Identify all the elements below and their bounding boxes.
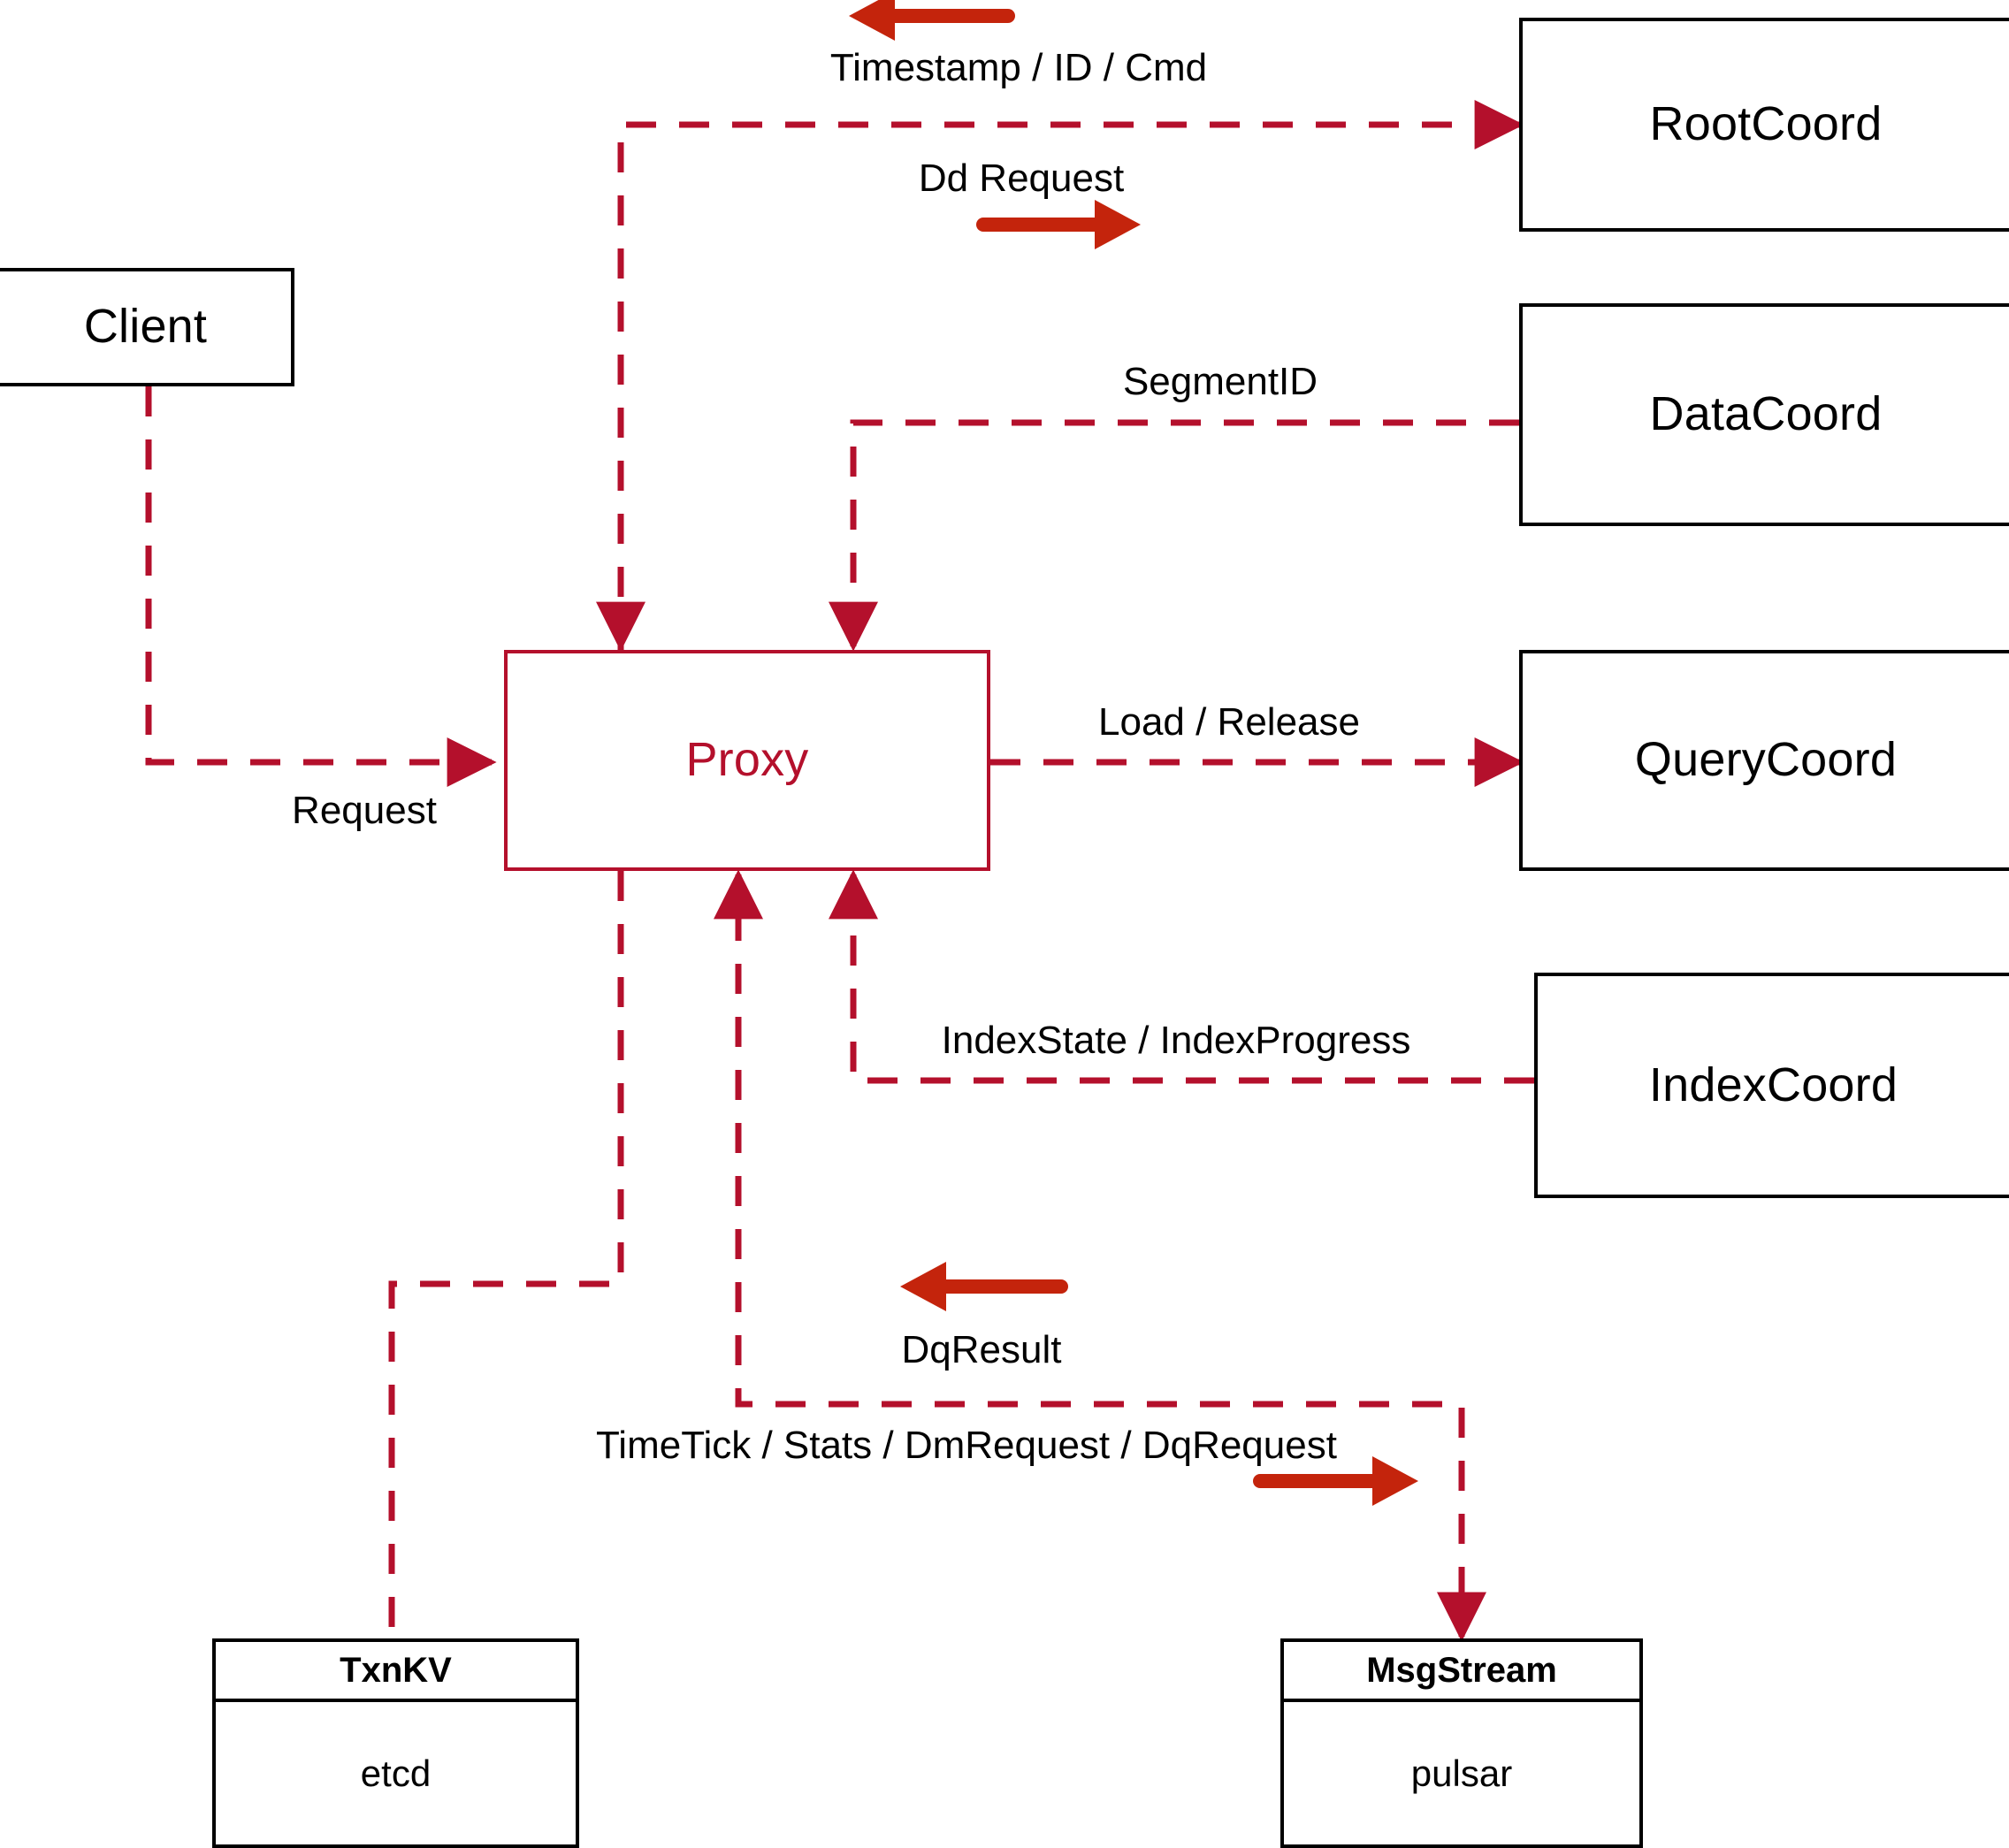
node-root-coord-label: RootCoord [1649, 97, 1883, 151]
edge-label-segment-id: SegmentID [1122, 360, 1318, 403]
wire-client-to-proxy [145, 386, 497, 787]
node-msgstream-header: MsgStream [1284, 1642, 1639, 1702]
node-msgstream-body-label: pulsar [1410, 1752, 1513, 1794]
edge-label-dd-request: Dd Request [918, 157, 1125, 200]
node-data-coord-label: DataCoord [1649, 387, 1883, 441]
node-root-coord[interactable]: RootCoord [1519, 18, 2009, 232]
edge-label-dq-result: DqResult [901, 1328, 1062, 1371]
node-proxy[interactable]: Proxy [504, 650, 990, 871]
node-msgstream[interactable]: MsgStream pulsar [1280, 1638, 1643, 1848]
node-query-coord[interactable]: QueryCoord [1519, 650, 2009, 871]
edge-label-timetick-stats-dm-dq: TimeTick / Stats / DmRequest / DqRequest [596, 1424, 1337, 1467]
edge-label-load-release: Load / Release [1098, 700, 1360, 744]
wire-datacoord-to-proxy [850, 419, 1519, 610]
node-txnkv-body-label: etcd [360, 1752, 432, 1794]
node-proxy-label: Proxy [685, 733, 809, 787]
wire-proxy-to-rootcoord [617, 121, 1505, 650]
node-txnkv[interactable]: TxnKV etcd [212, 1638, 579, 1848]
edge-label-request: Request [292, 789, 437, 832]
edge-label-index-state-progress: IndexState / IndexProgress [941, 1019, 1411, 1062]
node-msgstream-body: pulsar [1284, 1702, 1639, 1844]
node-data-coord[interactable]: DataCoord [1519, 303, 2009, 526]
dqresult-arrow [900, 1262, 1068, 1311]
wire-proxy-to-msgstream [735, 911, 1465, 1600]
node-index-coord-label: IndexCoord [1648, 1058, 1898, 1111]
wire-proxy-to-txnkv [388, 871, 624, 1638]
edge-label-timestamp-id-cmd: Timestamp / ID / Cmd [829, 46, 1208, 89]
node-txnkv-body: etcd [216, 1702, 576, 1844]
timestamp-reply-arrow [849, 0, 1015, 41]
node-txnkv-header-label: TxnKV [340, 1650, 452, 1690]
node-txnkv-header: TxnKV [216, 1642, 576, 1702]
node-query-coord-label: QueryCoord [1634, 733, 1898, 787]
node-index-coord[interactable]: IndexCoord [1534, 973, 2009, 1198]
node-client-label: Client [83, 300, 208, 354]
dd-request-arrow [976, 200, 1141, 249]
node-msgstream-header-label: MsgStream [1366, 1650, 1557, 1690]
node-client[interactable]: Client [0, 268, 294, 386]
